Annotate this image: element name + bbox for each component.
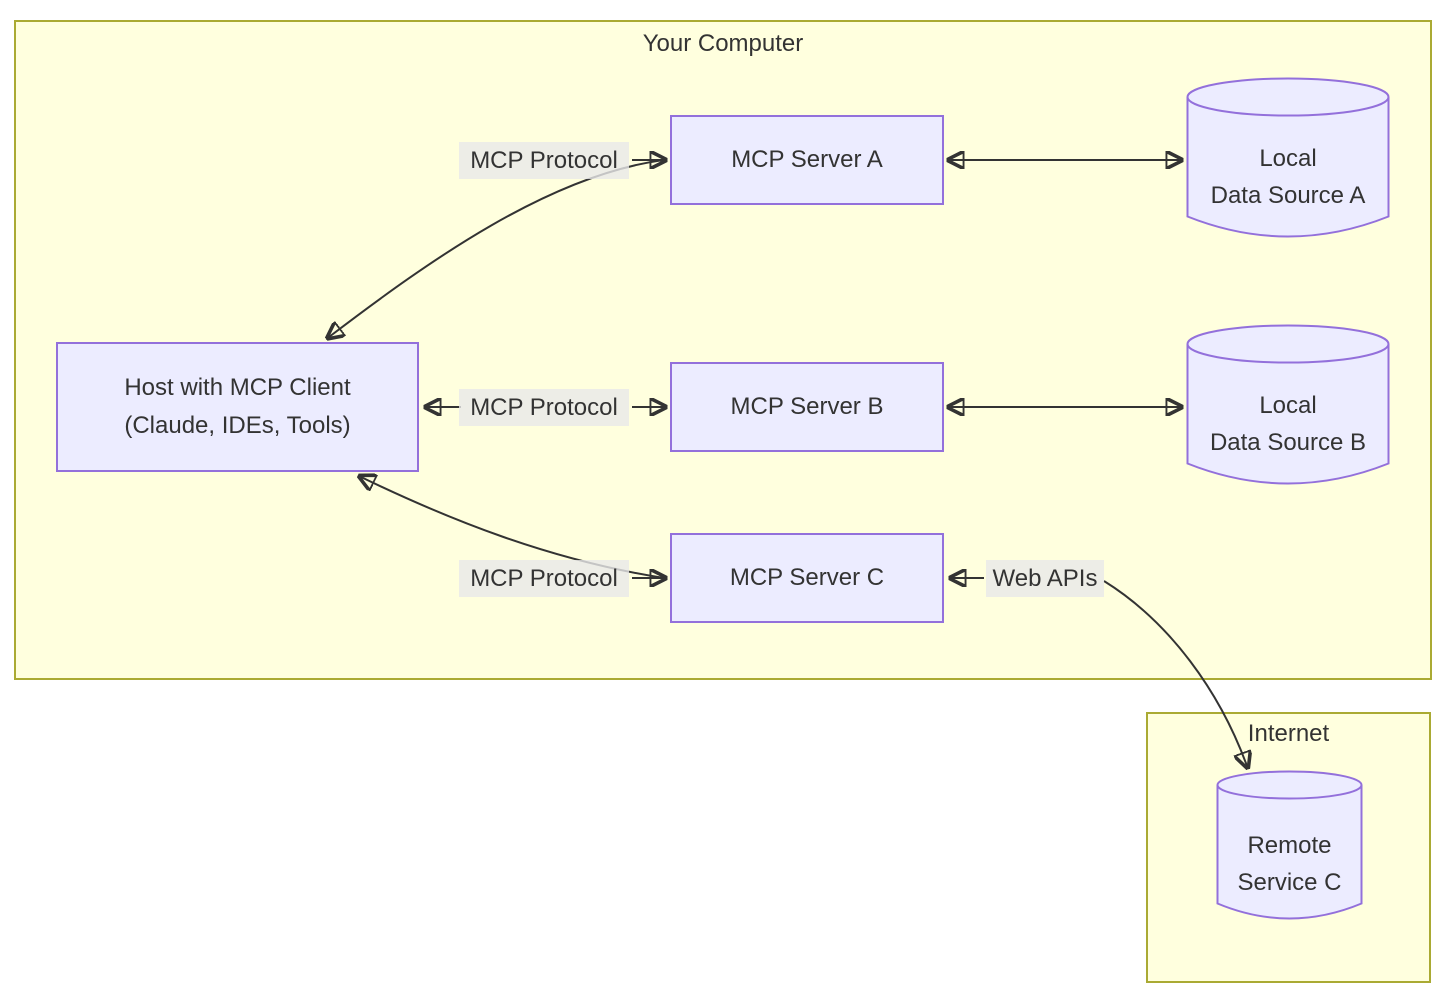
cluster-internet-title: Internet [1247, 720, 1330, 747]
node-host: Host with MCP Client (Claude, IDEs, Tool… [56, 342, 419, 472]
node-mcp-server-b: MCP Server B [670, 362, 944, 452]
edge-label-web-apis: Web APIs [986, 560, 1104, 597]
cluster-your-computer-title: Your Computer [642, 30, 804, 57]
node-local-data-source-b: Local Data Source B [1186, 324, 1390, 485]
edge-label-mcp-protocol-c: MCP Protocol [459, 560, 629, 597]
node-mcp-server-a: MCP Server A [670, 115, 944, 205]
node-mcp-server-c-label: MCP Server C [729, 564, 885, 591]
node-mcp-server-b-label: MCP Server B [730, 393, 884, 420]
database-cylinder-icon [1216, 770, 1363, 920]
edge-label-mcp-protocol-a: MCP Protocol [459, 142, 629, 179]
node-mcp-server-c: MCP Server C [670, 533, 944, 623]
node-host-label-line2: (Claude, IDEs, Tools) [124, 412, 351, 439]
node-remote-service-c-line1: Remote [1247, 832, 1332, 859]
database-cylinder-icon [1186, 77, 1390, 238]
node-host-label-line1: Host with MCP Client [124, 374, 351, 401]
node-local-data-source-a-line2: Data Source A [1210, 182, 1366, 209]
database-cylinder-icon [1186, 324, 1390, 485]
node-local-data-source-a: Local Data Source A [1186, 77, 1390, 238]
edge-label-mcp-protocol-b: MCP Protocol [459, 389, 629, 426]
node-local-data-source-a-line1: Local [1259, 145, 1317, 172]
node-remote-service-c: Remote Service C [1216, 770, 1363, 920]
node-local-data-source-b-line2: Data Source B [1209, 429, 1367, 456]
node-mcp-server-a-label: MCP Server A [731, 146, 883, 173]
node-local-data-source-b-line1: Local [1259, 392, 1317, 419]
node-remote-service-c-line2: Service C [1237, 869, 1342, 896]
